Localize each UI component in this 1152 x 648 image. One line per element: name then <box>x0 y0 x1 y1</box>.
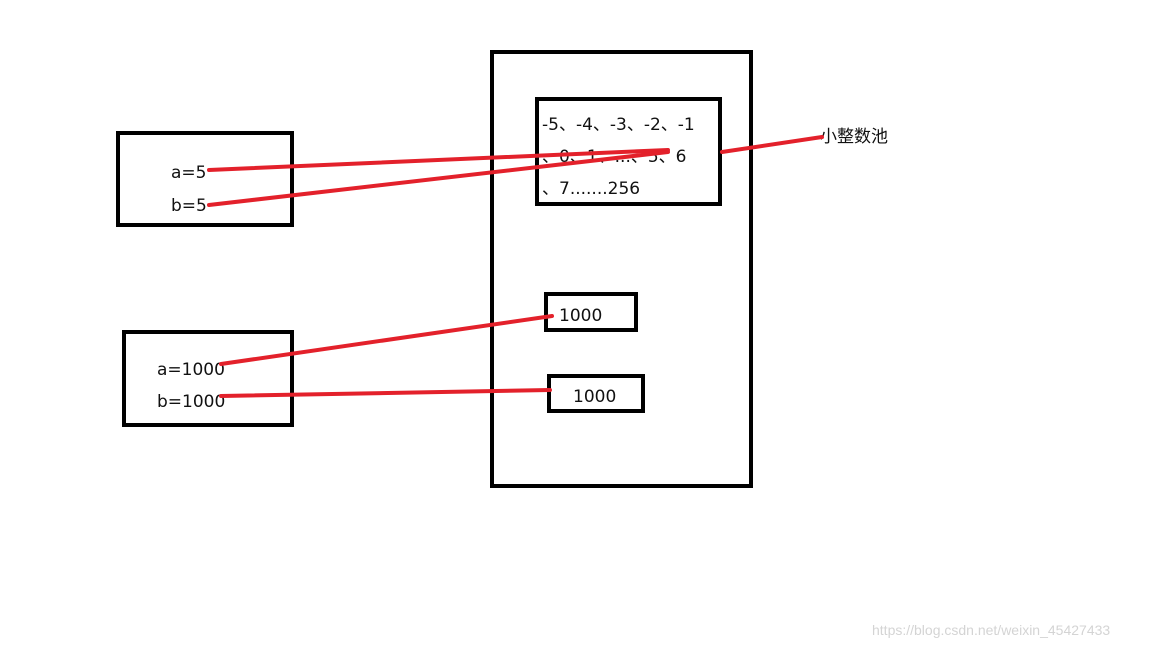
object-value-1: 1000 <box>559 306 603 326</box>
small-int-pool-box: -5、-4、-3、-2、-1 、0、1、...、5、6 、7.......256 <box>535 97 722 206</box>
pool-line-2: 、0、1、...、5、6 <box>542 147 687 167</box>
var-b-large: b=1000 <box>157 392 226 412</box>
pool-line-1: -5、-4、-3、-2、-1 <box>542 115 695 135</box>
object-value-2: 1000 <box>573 387 617 407</box>
pool-caption: 小整数池 <box>820 127 888 147</box>
object-box-2: 1000 <box>547 374 645 413</box>
memory-heap-box <box>490 50 753 488</box>
watermark-text: https://blog.csdn.net/weixin_45427433 <box>872 622 1111 638</box>
pool-line-3: 、7.......256 <box>542 179 641 199</box>
variables-small-box: a=5 b=5 <box>116 131 294 227</box>
object-box-1: 1000 <box>544 292 638 332</box>
var-a-large: a=1000 <box>157 360 225 380</box>
var-a-small: a=5 <box>171 163 207 183</box>
variables-large-box: a=1000 b=1000 <box>122 330 294 427</box>
var-b-small: b=5 <box>171 196 207 216</box>
